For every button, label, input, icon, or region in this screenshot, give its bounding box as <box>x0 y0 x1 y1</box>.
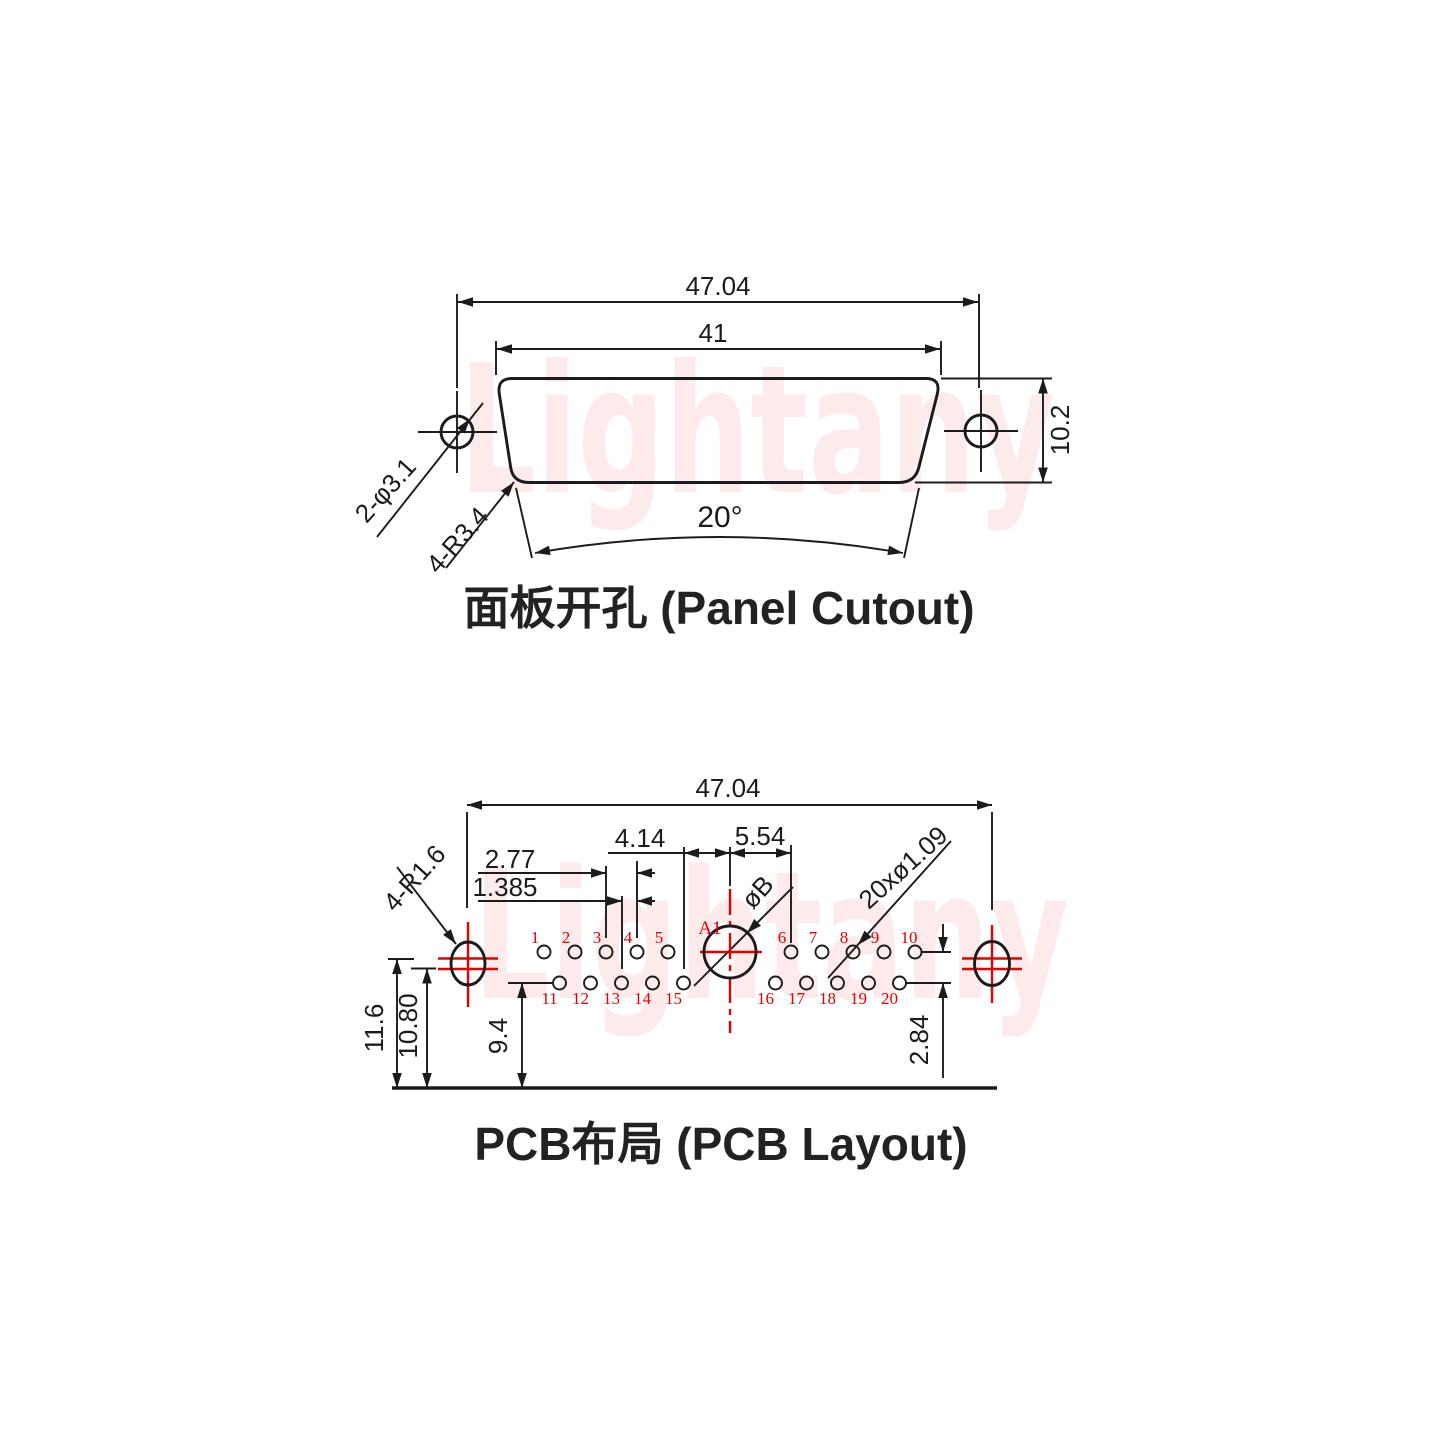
pin-hole <box>660 944 676 960</box>
pin-number: 3 <box>593 928 602 947</box>
pcb-dim-row-offset: 1.385 <box>472 872 537 902</box>
a1-label: A1 <box>698 918 721 939</box>
pin-number: 14 <box>634 989 652 1008</box>
pcb-dim-row-gap: 2.84 <box>904 1015 934 1066</box>
panel-mount-hole-left <box>418 391 497 473</box>
pcb-mount-slot-left <box>438 922 498 1007</box>
pin-number: 11 <box>541 989 557 1008</box>
pin-hole <box>598 944 614 960</box>
pcb-layout-drawing: 47.04 4.14 5.54 2.77 1.385 11.6 <box>359 773 1022 1170</box>
pin-number: 10 <box>901 928 918 947</box>
pin-number: 6 <box>778 928 787 947</box>
pin-hole <box>583 975 598 991</box>
panel-label-mount-holes: 2-φ3.1 <box>349 452 422 529</box>
pcb-dim-a1-pin6: 5.54 <box>735 821 786 851</box>
pin-number: 18 <box>819 989 836 1008</box>
pin-field <box>536 944 923 991</box>
pin-hole <box>892 975 907 991</box>
pcb-dim-a1-pin15: 4.14 <box>615 823 666 853</box>
pcb-dim-edge-slot-bottom: 10.80 <box>393 993 423 1058</box>
pin-hole <box>861 975 876 991</box>
pcb-mount-slot-right <box>962 925 1022 1003</box>
panel-cutout-body <box>497 377 940 484</box>
pin-hole <box>845 944 861 960</box>
pin-hole <box>645 975 660 991</box>
pin-hole <box>814 944 830 960</box>
pin-hole <box>876 944 892 960</box>
pin-hole <box>799 975 814 991</box>
panel-dim-height: 10.2 <box>1045 405 1075 456</box>
panel-label-corner-radius: 4-R3.4 <box>420 501 495 579</box>
panel-dim-width-inner: 41 <box>699 318 728 348</box>
pin-hole <box>552 975 567 991</box>
pcb-layout-caption: PCB布局 (PCB Layout) <box>474 1118 967 1170</box>
pin-number: 2 <box>562 928 571 947</box>
pin-number: 20 <box>881 989 898 1008</box>
watermark-bottom: Lightany <box>473 833 1069 1040</box>
svg-text:Lightany: Lightany <box>473 833 1069 1040</box>
pcb-dim-width-outer: 47.04 <box>695 773 760 803</box>
pad-radius-leader-line <box>396 866 457 945</box>
panel-cutout-caption: 面板开孔 (Panel Cutout) <box>463 582 974 634</box>
panel-mount-hole-right <box>944 390 1018 472</box>
pcb-dim-edge-row2: 9.4 <box>483 1018 513 1054</box>
pin-number: 1 <box>531 928 540 947</box>
pin-number: 12 <box>572 989 589 1008</box>
pin-hole <box>676 975 691 991</box>
pin-number: 19 <box>850 989 867 1008</box>
pin-number: 4 <box>624 928 633 947</box>
pin-hole <box>907 944 923 960</box>
pin-number: 9 <box>871 928 880 947</box>
panel-dim-angle: 20° <box>697 501 742 534</box>
pin-hole <box>783 944 799 960</box>
pin-hole <box>536 944 552 960</box>
pcb-dim-edge-slot-top: 11.6 <box>359 1004 389 1053</box>
panel-dim-width-outer: 47.04 <box>685 271 750 301</box>
pin-hole <box>830 975 845 991</box>
pin-hole <box>629 944 645 960</box>
pin-hole <box>614 975 629 991</box>
pcb-dim-pitch: 2.77 <box>485 844 536 874</box>
pcb-label-pad-radius: 4-R1.6 <box>377 839 452 917</box>
corner-radius-leader-line <box>445 481 515 569</box>
pin-number: 5 <box>655 928 664 947</box>
pcb-a1-hole: A1 <box>698 889 762 1033</box>
pin-number: 13 <box>603 989 620 1008</box>
pin-hole <box>567 944 583 960</box>
pin-hole <box>768 975 783 991</box>
pin-number: 8 <box>840 928 849 947</box>
pin-number: 16 <box>757 989 774 1008</box>
pin-number: 7 <box>809 928 818 947</box>
pin-number: 15 <box>665 989 682 1008</box>
pin-number: 17 <box>788 989 806 1008</box>
pin-holes-leader-line <box>827 840 952 979</box>
